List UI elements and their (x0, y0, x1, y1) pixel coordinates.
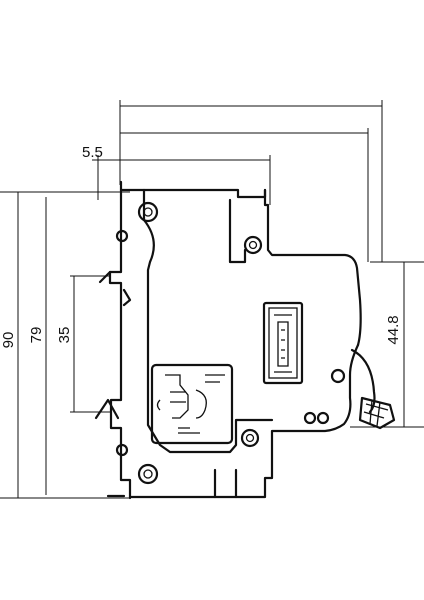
top-dimension-lines (92, 100, 383, 262)
dim-top-offset: 5.5 (82, 144, 103, 161)
dim-body-height: 79 (28, 327, 45, 344)
screw-holes (115, 201, 346, 485)
operating-lever (350, 348, 396, 430)
dim-overall-height: 90 (0, 332, 17, 349)
label-plate (262, 301, 304, 385)
rating-window (150, 363, 234, 445)
breaker-body (108, 180, 362, 500)
dim-rail-height: 35 (56, 327, 73, 344)
din-rail-clip (94, 270, 132, 498)
left-dimension-lines (0, 191, 130, 499)
right-dimension-lines (350, 261, 424, 428)
dim-lever-height: 44.8 (385, 315, 402, 344)
